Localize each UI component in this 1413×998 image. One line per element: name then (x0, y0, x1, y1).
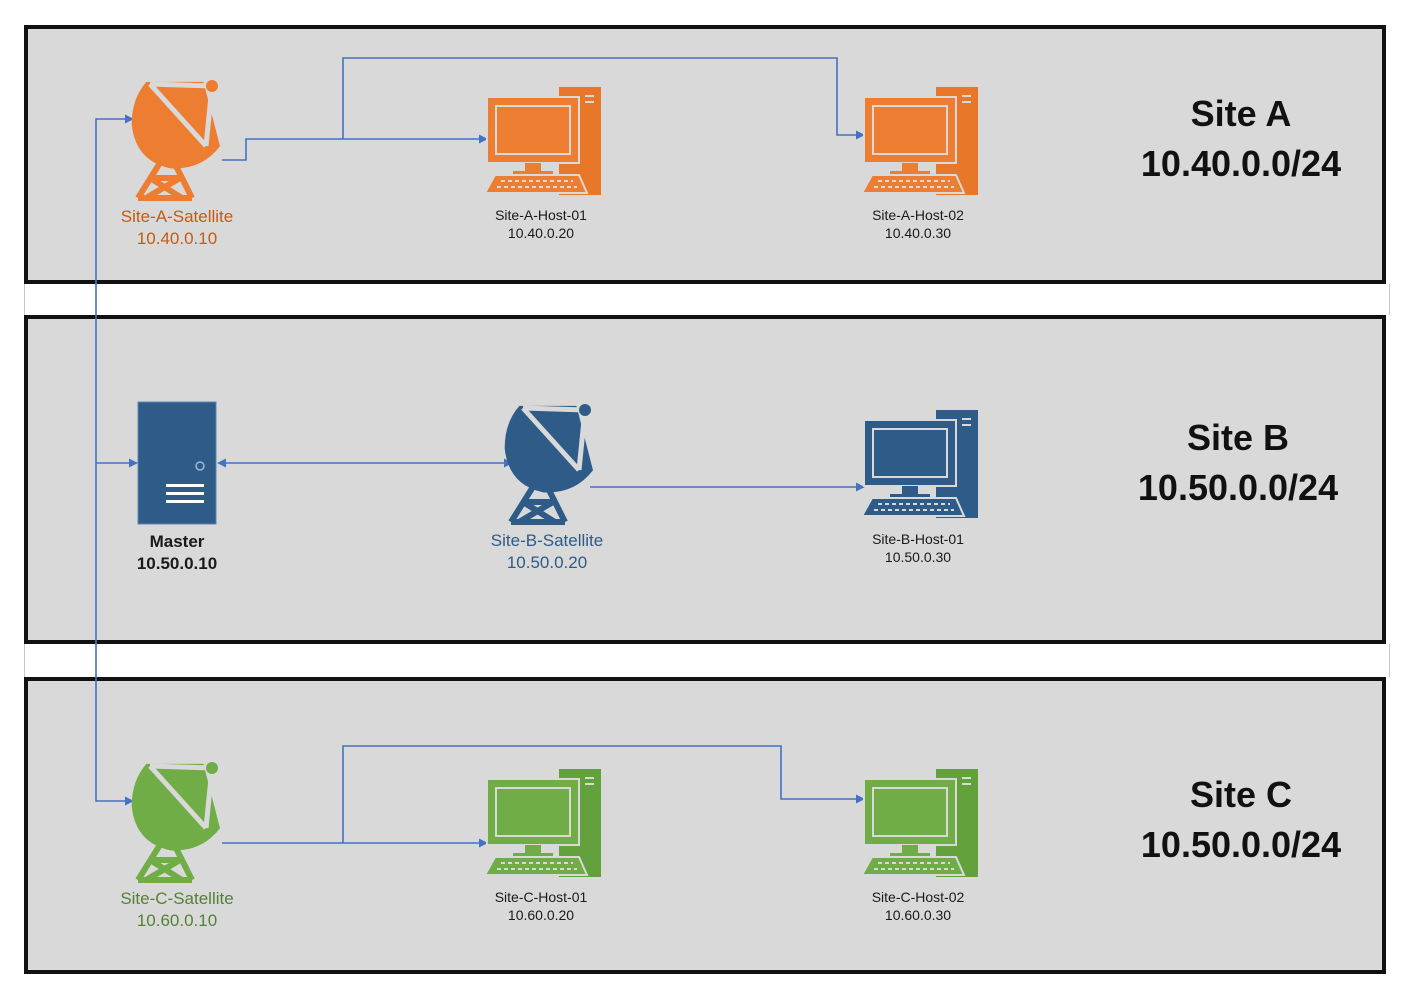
site-a-host-01-label: Site-A-Host-01 10.40.0.20 (468, 206, 614, 242)
node-ip: 10.50.0.10 (136, 554, 218, 574)
node-ip: 10.60.0.10 (136, 911, 218, 931)
site-c-title: Site C 10.50.0.0/24 (1091, 777, 1391, 863)
node-name: Site-A-Satellite (120, 207, 234, 226)
site-c-host-01-label: Site-C-Host-01 10.60.0.20 (468, 888, 614, 924)
node-name: Site-A-Host-01 (495, 207, 587, 223)
panel-gap (24, 284, 1390, 315)
site-a-host-02-workstation-icon (861, 86, 979, 196)
site-a-name: Site A (1190, 93, 1292, 134)
link-master-site-a-satellite (95, 114, 134, 463)
node-ip: 10.60.0.30 (884, 907, 952, 924)
site-a-network: 10.40.0.0/24 (1140, 143, 1342, 184)
node-name: Site-C-Host-01 (494, 889, 588, 905)
site-c-panel (24, 677, 1386, 974)
node-ip: 10.40.0.30 (884, 225, 952, 242)
node-name: Site-A-Host-02 (872, 207, 964, 223)
site-a-panel (24, 25, 1386, 284)
site-c-name: Site C (1189, 774, 1293, 815)
site-c-satellite-label: Site-C-Satellite 10.60.0.10 (96, 888, 258, 932)
link-site-c-sat-host-02 (342, 745, 865, 843)
site-b-host-01-workstation-icon (861, 409, 979, 519)
site-b-satellite-dish-icon (505, 404, 593, 522)
site-b-satellite-label: Site-B-Satellite 10.50.0.20 (466, 530, 628, 574)
panel-gap (24, 644, 1390, 677)
site-c-satellite-dish-icon (132, 762, 220, 880)
node-name: Site-B-Host-01 (872, 531, 964, 547)
site-c-host-01-workstation-icon (484, 768, 602, 878)
site-b-title: Site B 10.50.0.0/24 (1088, 420, 1388, 506)
site-b-name: Site B (1186, 417, 1290, 458)
site-a-host-02-label: Site-A-Host-02 10.40.0.30 (845, 206, 991, 242)
node-name: Master (149, 532, 205, 551)
link-master-site-c-satellite (95, 463, 134, 806)
node-name: Site-C-Host-02 (871, 889, 965, 905)
connections (95, 57, 865, 848)
link-site-a-sat-host-01 (222, 134, 488, 161)
node-name: Site-C-Satellite (120, 889, 234, 908)
site-c-host-02-label: Site-C-Host-02 10.60.0.30 (845, 888, 991, 924)
site-c-host-02-workstation-icon (861, 768, 979, 878)
site-b-host-01-label: Site-B-Host-01 10.50.0.30 (845, 530, 991, 566)
node-ip: 10.50.0.20 (506, 553, 588, 573)
node-ip: 10.60.0.20 (507, 907, 575, 924)
site-b-panel (24, 315, 1386, 644)
site-a-satellite-label: Site-A-Satellite 10.40.0.10 (96, 206, 258, 250)
site-a-title: Site A 10.40.0.0/24 (1091, 96, 1391, 182)
master-label: Master 10.50.0.10 (107, 531, 247, 575)
site-a-satellite-dish-icon (132, 80, 220, 198)
link-site-a-sat-host-02 (342, 57, 865, 140)
site-c-network: 10.50.0.0/24 (1140, 824, 1342, 865)
node-ip: 10.40.0.10 (136, 229, 218, 249)
node-ip: 10.50.0.30 (884, 549, 952, 566)
site-b-network: 10.50.0.0/24 (1137, 467, 1339, 508)
node-ip: 10.40.0.20 (507, 225, 575, 242)
node-name: Site-B-Satellite (490, 531, 604, 550)
site-a-host-01-workstation-icon (484, 86, 602, 196)
master-server-icon (137, 401, 217, 525)
